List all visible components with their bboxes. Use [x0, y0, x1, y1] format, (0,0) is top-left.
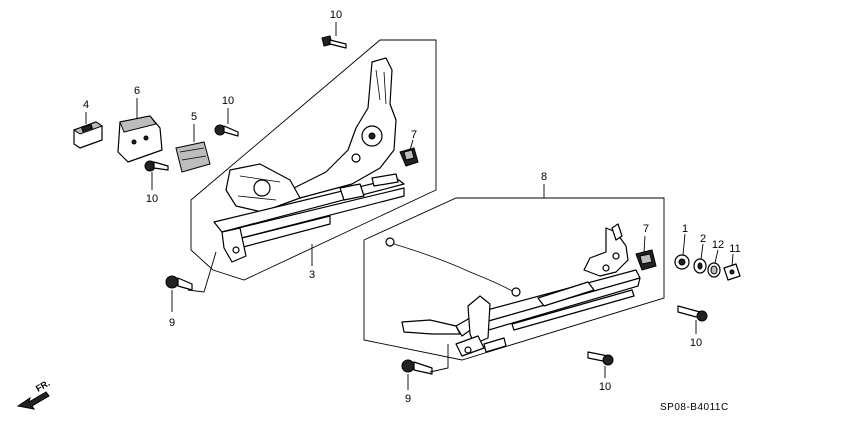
bolt-10-top	[321, 35, 347, 49]
callout-1: 1	[682, 223, 688, 235]
forward-arrow-icon	[16, 391, 50, 410]
callout-9-bottom: 9	[405, 393, 411, 405]
callout-6: 6	[134, 85, 140, 97]
left-adjuster-part	[213, 57, 405, 263]
callout-4: 4	[83, 99, 89, 111]
callout-10-right: 10	[690, 337, 702, 349]
callout-3: 3	[309, 269, 315, 281]
callout-8: 8	[541, 171, 547, 183]
diagram-code: SP08-B4011C	[660, 402, 729, 413]
assembly-3-outline	[190, 39, 437, 281]
clip-part-7-right	[635, 249, 657, 271]
bolt-10-small	[214, 124, 239, 137]
bolt-9-bottom	[401, 359, 433, 375]
callout-12: 12	[712, 239, 724, 251]
callout-11: 11	[729, 243, 740, 255]
callout-9-left: 9	[169, 317, 175, 329]
washer-part-12	[707, 262, 721, 278]
knob-part-5	[175, 141, 211, 173]
direction-label: FR.	[34, 378, 52, 394]
bolt-10-left	[144, 160, 169, 172]
bolt-9-left	[165, 275, 193, 291]
callout-5: 5	[191, 111, 197, 123]
callout-10-top: 10	[330, 9, 342, 21]
callout-10-left: 10	[146, 193, 158, 205]
right-adjuster-part	[385, 223, 641, 357]
cap-part-4	[72, 121, 104, 149]
cover-part-6	[117, 115, 163, 163]
callout-10-bottom: 10	[599, 381, 611, 393]
callout-7-right: 7	[643, 223, 649, 235]
washer-part-2	[693, 258, 707, 274]
callout-7-left: 7	[411, 129, 417, 141]
nut-part-1	[674, 254, 690, 270]
nut-part-11	[723, 263, 741, 281]
assembly-8-outline	[363, 197, 665, 361]
clip-part-7-left	[399, 147, 419, 167]
callout-2: 2	[700, 233, 706, 245]
callout-10-small: 10	[222, 95, 234, 107]
bolt-10-right	[677, 305, 708, 322]
bolt-10-bottom	[587, 351, 614, 366]
